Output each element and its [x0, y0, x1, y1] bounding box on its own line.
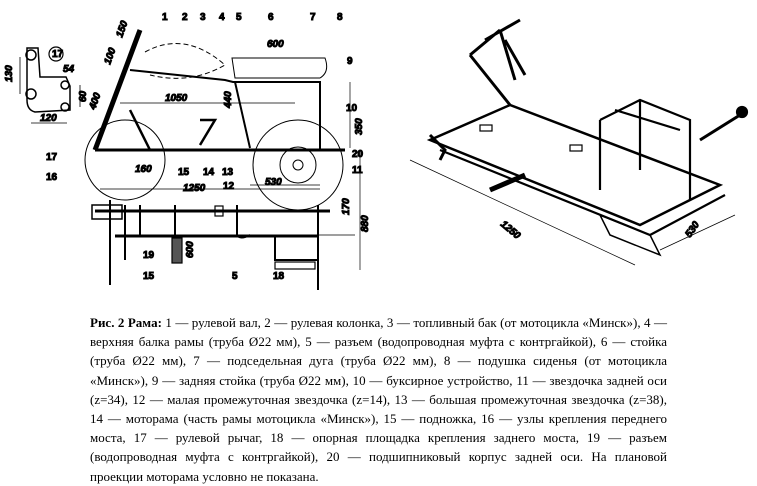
svg-text:12: 12 [223, 181, 235, 192]
caption-text: 1 — рулевой вал, 2 — рулевая колонка, 3 … [90, 315, 667, 484]
svg-text:3: 3 [200, 12, 206, 23]
svg-text:160: 160 [135, 164, 152, 175]
svg-text:16: 16 [46, 172, 58, 183]
svg-text:600: 600 [267, 39, 284, 50]
svg-text:2: 2 [182, 12, 188, 23]
svg-text:10: 10 [346, 103, 358, 114]
svg-text:1: 1 [162, 12, 168, 23]
figure-caption: Рис. 2 Рама: 1 — рулевой вал, 2 — рулева… [90, 313, 667, 486]
svg-text:14: 14 [203, 167, 215, 178]
svg-text:15: 15 [178, 167, 190, 178]
svg-text:11: 11 [352, 165, 363, 176]
svg-text:600: 600 [185, 241, 196, 258]
svg-text:9: 9 [347, 56, 353, 67]
svg-text:18: 18 [273, 271, 285, 282]
iso-dim-1250: 1250 [498, 219, 522, 242]
svg-text:1050: 1050 [165, 93, 188, 104]
svg-text:350: 350 [354, 118, 365, 135]
svg-text:1250: 1250 [183, 183, 206, 194]
svg-text:15: 15 [143, 271, 155, 282]
dim-120: 120 [40, 113, 57, 124]
svg-text:4: 4 [219, 12, 225, 23]
svg-text:17: 17 [46, 152, 58, 163]
frame-technical-drawing: 17 130 54 60 120 1 2 3 4 5 6 7 8 9 [4, 12, 749, 290]
svg-text:5: 5 [232, 271, 238, 282]
svg-text:7: 7 [310, 12, 316, 23]
svg-text:530: 530 [265, 177, 282, 188]
svg-text:100: 100 [102, 46, 118, 66]
side-view [84, 29, 361, 270]
svg-text:20: 20 [352, 149, 364, 160]
svg-text:880: 880 [360, 215, 371, 232]
svg-text:19: 19 [143, 250, 155, 261]
steering-lever-detail [19, 46, 81, 124]
plan-view [91, 200, 330, 290]
dim-130: 130 [4, 65, 15, 82]
svg-text:400: 400 [87, 91, 104, 112]
svg-text:5: 5 [236, 12, 242, 23]
svg-text:440: 440 [223, 91, 234, 109]
svg-text:150: 150 [114, 19, 130, 39]
svg-text:13: 13 [222, 167, 234, 178]
dim-60: 60 [78, 90, 89, 102]
svg-text:6: 6 [268, 12, 274, 23]
part-labels: 1 2 3 4 5 6 7 8 9 10 11 12 13 14 15 16 1… [46, 12, 365, 283]
iso-dim-530: 530 [683, 219, 702, 239]
svg-text:8: 8 [337, 12, 343, 23]
isometric-view [409, 18, 749, 266]
detail-label: 17 [52, 49, 64, 60]
caption-prefix: Рис. 2 Рама: [90, 315, 162, 330]
dim-54: 54 [63, 64, 75, 75]
svg-text:170: 170 [341, 198, 352, 215]
